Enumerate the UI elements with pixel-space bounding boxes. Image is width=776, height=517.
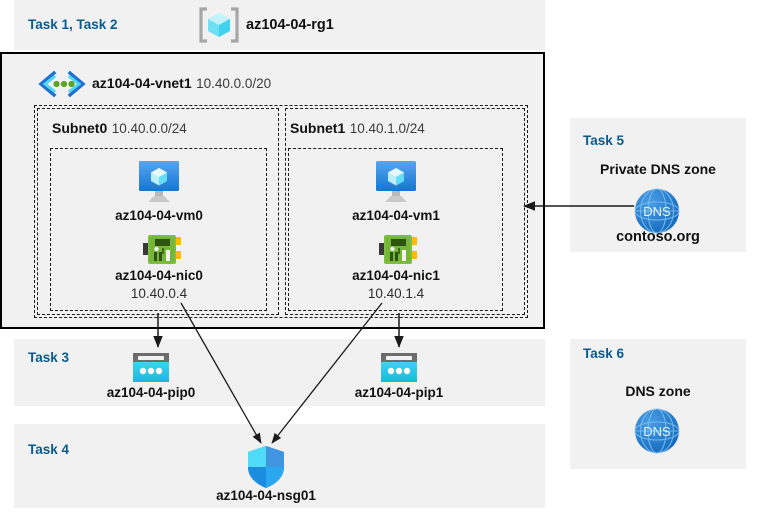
task-label-task1-task2: Task 1, Task 2 (28, 17, 118, 32)
nic0-ip: 10.40.0.4 (130, 285, 188, 301)
nic0-label: az104-04-nic0 (115, 268, 203, 283)
dns-zone-icon: DNS (632, 186, 682, 236)
nsg-label: az104-04-nsg01 (216, 488, 316, 503)
pip1-label: az104-04-pip1 (354, 385, 444, 400)
network-security-group-icon (246, 445, 286, 489)
vnet-name: az104-04-vnet1 (92, 75, 192, 91)
public-ip-address-icon (379, 351, 419, 384)
resource-group-icon (198, 5, 240, 45)
virtual-machine-icon (372, 158, 420, 204)
public-ip-address-icon (131, 351, 171, 384)
network-interface-icon (378, 232, 418, 268)
pip0-node: az104-04-pip0 (76, 385, 226, 402)
private-dns-zone-name: contoso.org (616, 229, 700, 245)
task-label-task3: Task 3 (28, 350, 70, 365)
subnet1-outline (285, 108, 525, 315)
subnet1-name: Subnet1 (290, 120, 346, 136)
nic1-ip: 10.40.1.4 (367, 285, 425, 301)
nsg-node: az104-04-nsg01 (191, 488, 341, 505)
subnet1-cidr: 10.40.1.0/24 (349, 121, 425, 136)
dns-zone-title: DNS zone (625, 383, 691, 399)
subnet1-inner-outline (288, 148, 503, 311)
resource-group-name: az104-04-rg1 (246, 17, 334, 33)
svg-text:DNS: DNS (643, 424, 671, 439)
private-dns-zone-name-node: contoso.org (570, 228, 746, 246)
task-label-task6: Task 6 (583, 346, 625, 361)
vm1-label: az104-04-vm1 (352, 208, 440, 223)
vm1-node: az104-04-vm1 (321, 208, 471, 225)
task-label-task5: Task 5 (583, 133, 625, 148)
svg-text:DNS: DNS (643, 204, 671, 219)
virtual-machine-icon (135, 158, 183, 204)
nic1-node: az104-04-nic1 10.40.1.4 (321, 268, 471, 302)
vm0-label: az104-04-vm0 (115, 208, 203, 223)
private-dns-zone-title: Private DNS zone (600, 161, 716, 177)
task-label-task4: Task 4 (28, 442, 70, 457)
subnet0-inner-outline (50, 148, 267, 311)
nic0-node: az104-04-nic0 10.40.0.4 (84, 268, 234, 302)
vm0-node: az104-04-vm0 (84, 208, 234, 225)
network-interface-icon (142, 232, 182, 268)
nic1-label: az104-04-nic1 (352, 268, 440, 283)
resource-group-panel (14, 0, 545, 50)
dns-zone-icon: DNS (632, 406, 682, 456)
pip1-node: az104-04-pip1 (324, 385, 474, 402)
virtual-network-icon (36, 70, 88, 98)
vnet-cidr: 10.40.0.0/20 (196, 76, 272, 91)
subnet0-name: Subnet0 (52, 120, 108, 136)
subnet0-cidr: 10.40.0.0/24 (111, 121, 187, 136)
pip0-label: az104-04-pip0 (106, 385, 196, 400)
